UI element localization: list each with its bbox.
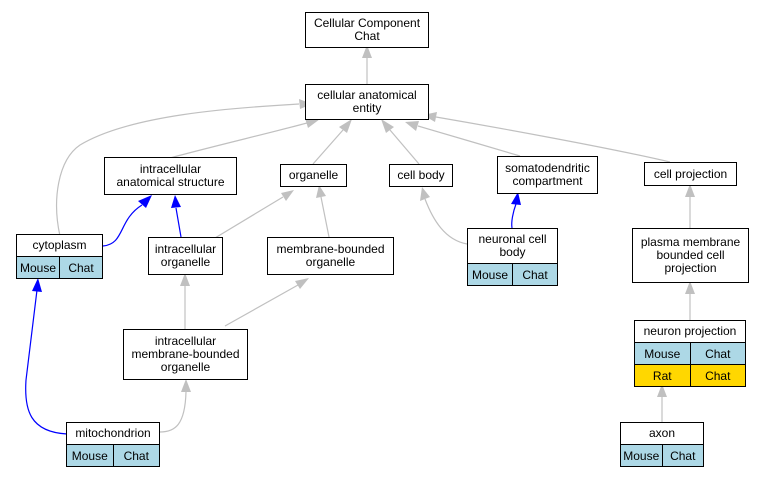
edge-mbo-organelle [320, 196, 330, 238]
node-mitochondrion[interactable]: mitochondrion Mouse Chat [66, 422, 160, 467]
species-tag: Mouse [67, 445, 113, 466]
annotation-row: Mouse Chat [67, 444, 159, 466]
arrow-mbo-organelle [316, 185, 326, 198]
species-tag: Mouse [621, 445, 662, 466]
species-tag: Mouse [468, 264, 512, 285]
edge-cellproj-cae [435, 116, 671, 163]
arrow-organelle-cae [339, 119, 352, 133]
edge-mito-imbo [159, 391, 187, 433]
gene-tag: Chat [59, 257, 102, 278]
gene-tag: Chat [112, 445, 159, 466]
edge-organelle-cae [312, 129, 344, 165]
species-tag: Rat [635, 365, 690, 386]
gene-tag: Chat [689, 365, 745, 386]
edge-intraorg-organelle [214, 196, 284, 239]
edge-cytoplasm-ias [102, 204, 143, 247]
arrow-intraorg-ias [171, 195, 181, 208]
annotation-row: Mouse Chat [621, 444, 703, 466]
arrow-neuronproj-pmbcp [685, 281, 695, 294]
annotation-row: Rat Chat [635, 364, 745, 386]
node-cell-body[interactable]: cell body [389, 164, 453, 187]
node-label: cell projection [653, 166, 728, 181]
arrow-pmbcp-cellproj [685, 184, 695, 197]
edge-cellbody-cae [389, 129, 420, 165]
arrow-ncb-somato [511, 192, 521, 205]
arrow-cae-root [362, 45, 372, 58]
arrow-imbo-intraorg [180, 273, 190, 286]
edge-ncb-cellbody [424, 198, 468, 245]
annotation-row: Mouse Chat [468, 263, 557, 285]
species-tag: Mouse [17, 257, 59, 278]
annotation-row: Mouse Chat [17, 256, 102, 278]
node-cytoplasm[interactable]: cytoplasm Mouse Chat [16, 234, 103, 279]
edge-imbo-mbo [224, 284, 299, 327]
node-organelle[interactable]: organelle [280, 164, 347, 187]
annotation-row: Mouse Chat [635, 342, 745, 364]
node-label: cytoplasm [32, 238, 87, 252]
arrow-cytoplasm-ias [138, 195, 152, 208]
node-label: axon [648, 426, 676, 440]
arrow-intraorg-organelle [281, 190, 294, 201]
node-label: cell body [397, 168, 445, 182]
edge-ias-cae [169, 122, 308, 159]
gene-tag: Chat [512, 264, 557, 285]
edge-ncb-somato [511, 203, 517, 229]
gene-tag: Chat [689, 343, 745, 364]
node-cell-projection[interactable]: cell projection [644, 162, 737, 186]
arrow-axon-neuronproj [657, 384, 667, 397]
edge-somato-cae [417, 125, 521, 157]
gene-tag: Chat [661, 445, 703, 466]
arrow-imbo-mbo [295, 278, 309, 289]
arrow-mito-cytoplasm [32, 278, 42, 292]
node-neuron-projection[interactable]: neuron projection Mouse Chat Rat Chat [634, 320, 746, 387]
arrow-ncb-cellbody [420, 187, 430, 201]
node-label: organelle [288, 168, 339, 182]
arrow-cellbody-cae [381, 119, 394, 133]
edge-cytoplasm-cae [56, 103, 300, 237]
node-axon[interactable]: axon Mouse Chat [620, 422, 704, 467]
edge-mito-cytoplasm [25, 289, 68, 435]
node-label: neuron projection [643, 324, 737, 338]
arrow-mito-imbo [181, 379, 191, 392]
node-label: mitochondrion [75, 426, 151, 440]
species-tag: Mouse [635, 343, 690, 364]
arrow-somato-cae [405, 121, 419, 131]
edge-intraorg-ias [175, 207, 182, 238]
arrow-ias-cae [305, 118, 320, 128]
